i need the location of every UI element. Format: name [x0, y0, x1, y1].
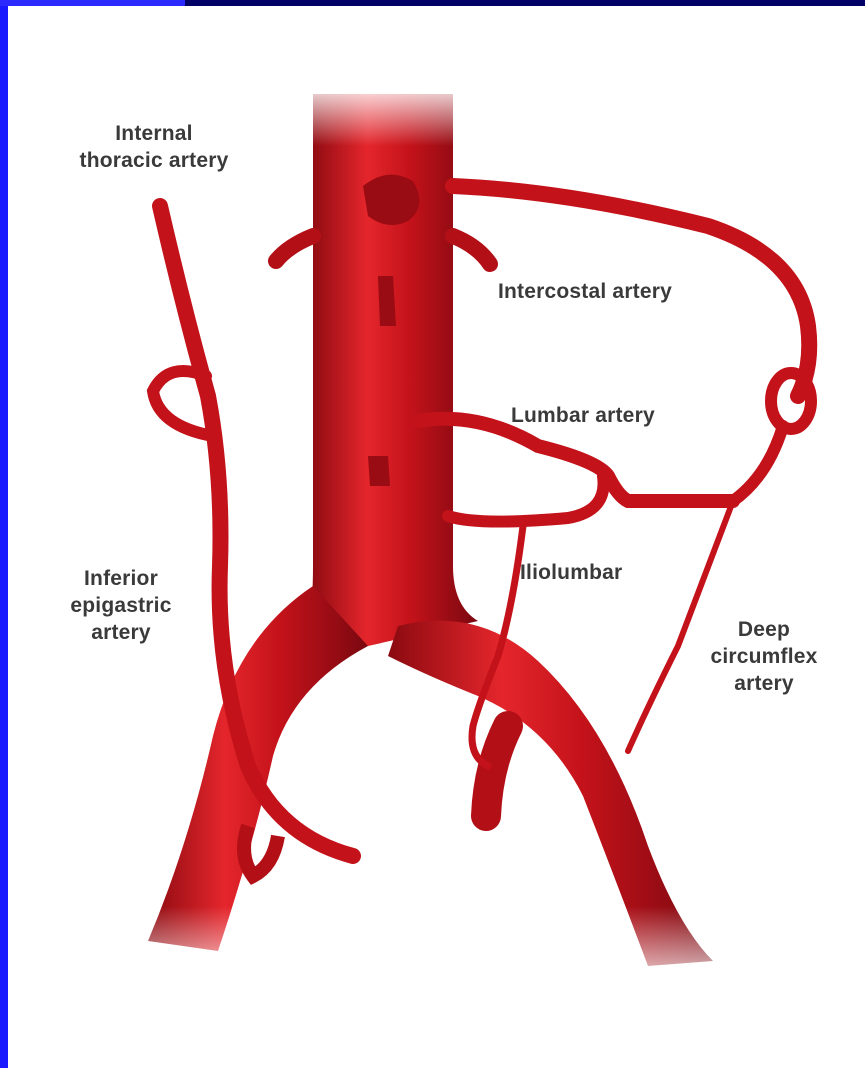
lumbar-artery-vessel: [418, 419, 733, 501]
anastomosis-vessel: [733, 426, 783, 501]
intercostal-right-stub: [453, 236, 490, 264]
iliac-bottom-fade: [128, 906, 748, 986]
label-deep-circumflex-artery: Deep circumflex artery: [684, 616, 844, 697]
label-inferior-epigastric-artery: Inferior epigastric artery: [46, 565, 196, 646]
intercostal-left-stub: [276, 236, 313, 261]
aorta-top-fade: [308, 86, 458, 146]
slide-left-border: [0, 0, 8, 1068]
label-lumbar-artery: Lumbar artery: [511, 402, 655, 429]
lumbar-loop: [448, 476, 604, 522]
label-intercostal-artery: Intercostal artery: [498, 278, 672, 305]
diagram-panel: Internal thoracic artery Intercostal art…: [8, 6, 865, 1068]
label-iliolumbar: Iliolumbar: [520, 559, 622, 586]
internal-iliac-branch: [486, 726, 508, 816]
intercostal-loop: [771, 373, 811, 429]
left-internal-iliac-loop: [244, 826, 278, 876]
label-internal-thoracic-artery: Internal thoracic artery: [38, 120, 270, 174]
